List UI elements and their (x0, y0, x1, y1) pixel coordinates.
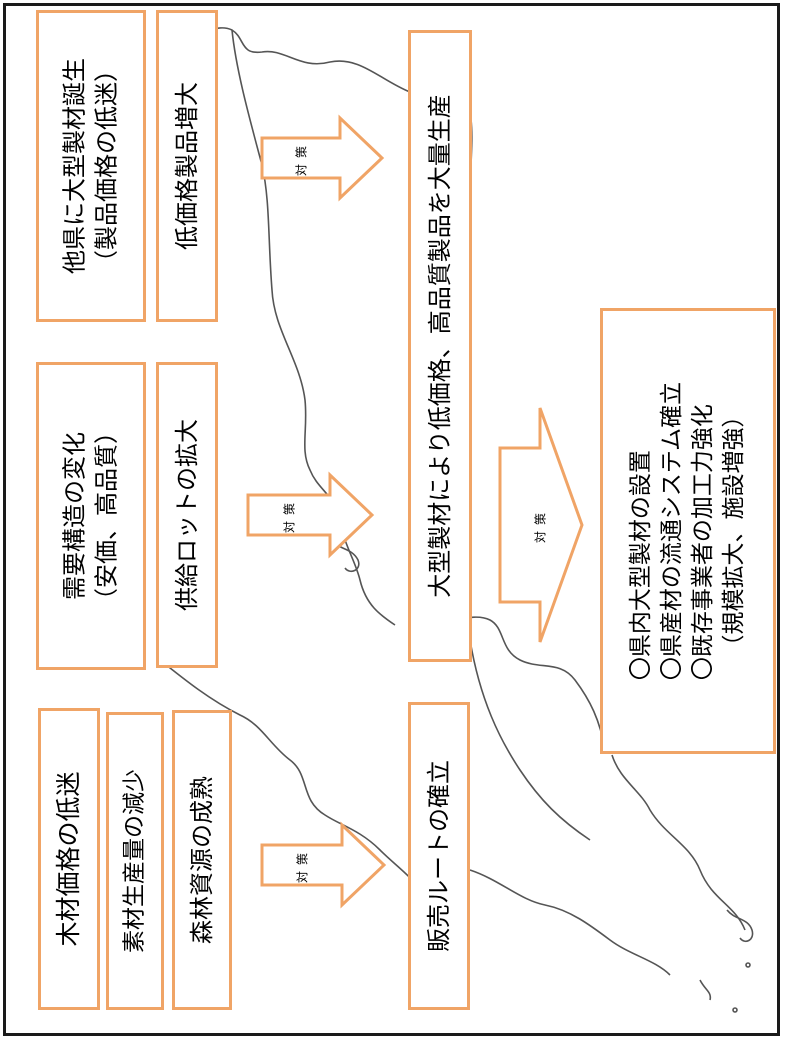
result-mass-production: 大型製材により低価格、高品質製品を大量生産 (408, 30, 472, 662)
arrow-big (498, 407, 584, 643)
arrow-top-label: 対策 (294, 139, 309, 177)
issue-low-price-increase-text: 低価格製品増大 (172, 82, 201, 250)
arrow-bottom (260, 821, 387, 909)
issue-supply-lot-text: 供給ロットの拡大 (172, 419, 201, 611)
arrow-big-label: 対策 (533, 506, 548, 544)
issue-forest-maturity-text: 森林資源の成熟 (187, 776, 216, 944)
result-sales-route-text: 販売ルートの確立 (424, 760, 453, 952)
issue-timber-price-text: 木材価格の低迷 (54, 771, 84, 947)
arrow-bottom-label: 対策 (295, 846, 310, 884)
measures-box: 〇県内大型製材の設置 〇県産材の流通システム確立 〇既存事業者の加工力強化 （規… (600, 308, 776, 754)
issue-timber-price: 木材価格の低迷 (38, 708, 100, 1010)
issue-low-price-increase: 低価格製品増大 (156, 10, 218, 322)
issue-demand-change: 需要構造の変化 （安価、高品質） (36, 362, 146, 670)
issue-production-decline: 素材生産量の減少 (106, 712, 164, 1010)
measure-1: 〇県内大型製材の設置 (627, 450, 654, 681)
result-mass-production-text: 大型製材により低価格、高品質製品を大量生産 (425, 94, 454, 598)
arrows (246, 114, 584, 909)
issue-supply-lot: 供給ロットの拡大 (156, 362, 218, 668)
diagram-frame (3, 3, 780, 1036)
measures-list: 〇県内大型製材の設置 〇県産材の流通システム確立 〇既存事業者の加工力強化 （規… (626, 382, 750, 680)
issue-competitor-mills: 他県に大型製材誕生 （製品価格の低迷） (36, 10, 146, 322)
arrow-top (260, 114, 385, 202)
arrow-middle (246, 471, 375, 559)
measure-3: 〇既存事業者の加工力強化 (690, 404, 716, 681)
issue-forest-maturity: 森林資源の成熟 (172, 710, 232, 1010)
issue-production-decline-text: 素材生産量の減少 (121, 769, 148, 953)
arrow-middle-label: 対策 (282, 496, 297, 534)
issue-demand-change-text: 需要構造の変化 （安価、高品質） (60, 420, 121, 612)
issue-competitor-mills-text: 他県に大型製材誕生 （製品価格の低迷） (60, 58, 121, 274)
measure-2: 〇県産材の流通システム確立 (658, 381, 685, 681)
result-sales-route: 販売ルートの確立 (408, 702, 470, 1010)
measure-4: （規模拡大、施設増強） (721, 404, 748, 658)
